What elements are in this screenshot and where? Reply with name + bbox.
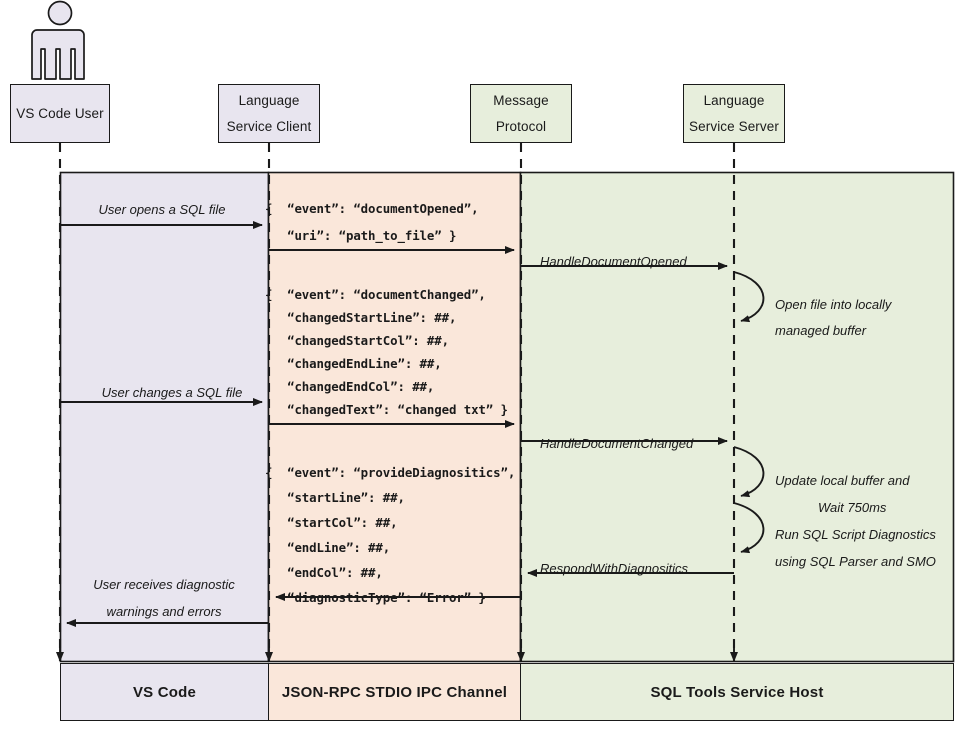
label-user-receives-diagnostics-line1: User receives diagnostic	[93, 577, 235, 592]
zone-label-json-rpc-text: JSON-RPC STDIO IPC Channel	[281, 683, 508, 701]
label-open-file-buffer-line1: Open file into locally	[775, 297, 892, 312]
self-loop-run-diagnostics	[733, 502, 765, 554]
participant-message-protocol[interactable]: Message Protocol	[470, 84, 572, 143]
payload-provide-diagnostics-line-3: “endLine”: ##,	[265, 540, 391, 555]
zone-label-sql-tools-host-text: SQL Tools Service Host	[650, 683, 824, 701]
payload-document-opened-line-0: { “event”: “documentOpened”,	[265, 201, 479, 216]
payload-document-changed-line-5: “changedText”: “changed txt” }	[265, 402, 508, 417]
payload-provide-diagnostics-line-4: “endCol”: ##,	[265, 565, 383, 580]
label-handle-document-opened: HandleDocumentOpened	[540, 254, 687, 269]
payload-provide-diagnostics-line-5: “diagnosticType”: “Error” }	[265, 590, 486, 605]
label-update-buffer-wait-line1: Update local buffer and	[775, 473, 910, 488]
zone-bands	[59, 171, 955, 663]
zone-label-json-rpc: JSON-RPC STDIO IPC Channel	[268, 663, 521, 721]
payload-document-opened-line-1: “uri”: “path_to_file” }	[265, 228, 457, 243]
label-user-receives-diagnostics-line2: warnings and errors	[106, 604, 222, 619]
zone-label-sql-tools-host: SQL Tools Service Host	[520, 663, 954, 721]
payload-document-changed-line-3: “changedEndLine”: ##,	[265, 356, 442, 371]
label-respond-with-diagnostics: RespondWithDiagnositics	[540, 561, 689, 576]
self-loop-open-file-buffer	[733, 271, 765, 323]
participant-language-service-server-line2: Service Server	[689, 118, 779, 134]
payload-provide-diagnostics-line-1: “startLine”: ##,	[265, 490, 405, 505]
participant-message-protocol-line2: Protocol	[495, 118, 547, 134]
participant-language-service-client[interactable]: Language Service Client	[218, 84, 320, 143]
payload-document-changed-line-4: “changedEndCol”: ##,	[265, 379, 435, 394]
participant-language-service-client-line1: Language	[238, 92, 300, 108]
label-handle-document-changed: HandleDocumentChanged	[540, 436, 694, 451]
actor-icon	[31, 0, 85, 80]
payload-document-changed-line-2: “changedStartCol”: ##,	[265, 333, 449, 348]
self-loop-update-buffer-wait	[733, 446, 765, 498]
label-run-diagnostics-line2: using SQL Parser and SMO	[775, 554, 936, 569]
label-open-file-buffer-line2: managed buffer	[775, 323, 867, 338]
payload-provide-diagnostics-line-2: “startCol”: ##,	[265, 515, 398, 530]
payload-document-changed-line-1: “changedStartLine”: ##,	[265, 310, 457, 325]
zone-label-vs-code-text: VS Code	[132, 683, 197, 701]
label-user-opens-file: User opens a SQL file	[98, 202, 226, 217]
participant-vs-code-user[interactable]: VS Code User	[10, 84, 110, 143]
participant-language-service-server[interactable]: Language Service Server	[683, 84, 785, 143]
participant-vs-code-user-line1: VS Code User	[16, 105, 104, 121]
zone-label-vs-code: VS Code	[60, 663, 269, 721]
participant-language-service-server-line1: Language	[703, 92, 765, 108]
label-run-diagnostics-line1: Run SQL Script Diagnostics	[775, 527, 936, 542]
participant-language-service-client-line2: Service Client	[226, 118, 312, 134]
payload-document-changed-line-0: { “event”: “documentChanged”,	[265, 287, 486, 302]
participant-message-protocol-line1: Message	[493, 92, 549, 108]
label-update-buffer-wait-line2: Wait 750ms	[818, 500, 887, 515]
payload-provide-diagnostics-line-0: { “event”: “provideDiagnositics”,	[265, 465, 516, 480]
label-user-changes-file: User changes a SQL file	[101, 385, 243, 400]
